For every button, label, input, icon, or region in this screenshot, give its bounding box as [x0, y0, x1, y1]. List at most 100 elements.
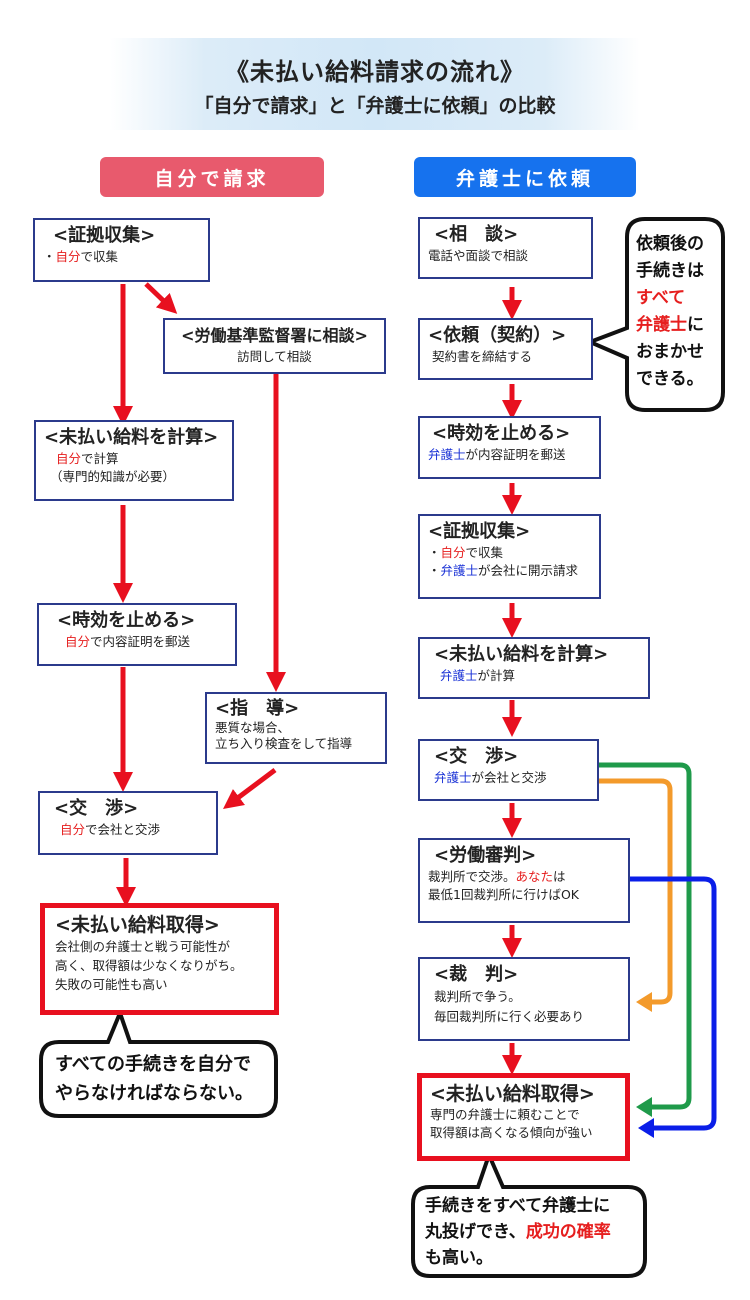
step-heading: <労働審判>: [434, 845, 537, 866]
blue-arrowhead: [638, 1118, 654, 1138]
warning-text: 失敗の可能性も高い: [55, 977, 168, 992]
step-text: 会社側の弁護士と戦う可能性が: [55, 939, 231, 954]
self-speech-bubble: [39, 1007, 278, 1118]
bubble-line: 依頼後の: [636, 234, 704, 254]
actor-lawyer: 弁護士: [434, 770, 472, 785]
green-arrowhead: [636, 1097, 652, 1117]
step-heading: <相 談>: [434, 224, 519, 245]
step-text: 裁判所で交渉。: [428, 869, 516, 884]
step-text: で収集: [465, 545, 504, 560]
self-bubble-text: すべての手続きを自分で やらなければならない。: [55, 1050, 253, 1108]
lawyer-speech-bubble: [411, 1149, 647, 1278]
step-text: で計算: [81, 451, 119, 466]
lawyer-step-consult: <相 談> 電話や面談で相談: [418, 217, 593, 279]
actor-self: 自分: [440, 545, 466, 560]
lawyer-column-header-label: 弁護士に依頼: [455, 167, 594, 190]
bubble-line-highlight: 弁護士: [636, 315, 687, 335]
bubble-line: に: [687, 315, 704, 335]
lawyer-step-stop-limitation: <時効を止める> 弁護士が内容証明を郵送: [418, 416, 601, 479]
step-text: 悪質な場合、: [215, 720, 291, 735]
step-heading: <証拠収集>: [53, 225, 156, 246]
self-step-stop-limitation: <時効を止める> 自分で内容証明を郵送: [37, 603, 237, 666]
lawyer-step-negotiation: <交 渉> 弁護士が会社と交渉: [418, 739, 599, 801]
step-heading: <時効を止める>: [432, 423, 571, 444]
step-text: 裁判所で争う。: [434, 989, 521, 1004]
bubble-line: 手続きをすべて弁護士に: [425, 1196, 611, 1216]
lawyer-step-tribunal: <労働審判> 裁判所で交渉。あなたは 最低1回裁判所に行けばOK: [418, 838, 630, 923]
step-heading: <交 渉>: [434, 746, 519, 767]
bubble-line-highlight: 成功の確率: [525, 1222, 611, 1242]
self-column-header: 自分で請求: [100, 157, 324, 197]
step-heading: <未払い給料を計算>: [44, 427, 219, 448]
step-heading: <裁 判>: [434, 964, 519, 985]
step-heading: <依頼（契約）>: [428, 325, 567, 346]
actor-you: あなた: [515, 869, 554, 884]
lawyer-bubble-text: 手続きをすべて弁護士に 丸投げでき、成功の確率 も高い。: [425, 1193, 611, 1271]
arrow-guidance-to-negotiation: [223, 768, 277, 809]
self-step-negotiation: <交 渉> 自分で会社と交渉: [38, 791, 218, 855]
step-text: で内容証明を郵送: [90, 634, 191, 649]
lawyer-step-calc: <未払い給料を計算> 弁護士が計算: [418, 637, 650, 699]
actor-self: 自分: [56, 451, 82, 466]
bubble-line: 丸投げでき、: [425, 1222, 526, 1242]
bubble-line: も高い。: [425, 1248, 493, 1268]
lawyer-step-evidence: <証拠収集> ・自分で収集 ・弁護士が会社に開示請求: [418, 514, 601, 599]
lawyer-step-trial: <裁 判> 裁判所で争う。 毎回裁判所に行く必要あり: [418, 957, 630, 1041]
side-bubble-text: 依頼後の 手続きは すべて 弁護士に おまかせ できる。: [636, 231, 704, 393]
self-step-guidance: <指 導> 悪質な場合、 立ち入り検査をして指導: [205, 692, 387, 764]
step-heading: <労働基準監督署に相談>: [181, 326, 368, 345]
arrow-evidence-to-labor-office: [144, 282, 178, 314]
bubble-line: できる。: [636, 369, 704, 389]
actor-lawyer: 弁護士: [428, 447, 466, 462]
self-column-header-label: 自分で請求: [154, 167, 270, 190]
step-heading: <時効を止める>: [57, 610, 196, 631]
lawyer-step-result: <未払い給料取得> 専門の弁護士に頼むことで 取得額は高くなる傾向が強い: [417, 1073, 630, 1161]
bullet: ・: [43, 249, 56, 264]
step-text: 毎回裁判所に行く必要あり: [434, 1009, 585, 1024]
step-heading: <交 渉>: [54, 798, 139, 819]
green-path-negotiation-to-result: [598, 762, 692, 1110]
bubble-line: 手続きは: [636, 261, 704, 281]
step-text: は: [553, 869, 566, 884]
title-band: [110, 38, 640, 130]
step-heading: <証拠収集>: [428, 521, 531, 542]
step-heading: <未払い給料取得>: [430, 1083, 595, 1105]
bullet: ・: [428, 563, 441, 578]
actor-self: 自分: [55, 249, 81, 264]
step-text: 訪問して相談: [237, 349, 312, 364]
step-heading: <未払い給料取得>: [55, 914, 220, 936]
step-text: が会社と交渉: [471, 770, 547, 785]
step-text: 最低1回裁判所に行けばOK: [428, 887, 579, 902]
orange-path-negotiation-to-trial: [598, 778, 673, 1005]
step-text: 契約書を締結する: [432, 349, 533, 364]
actor-self: 自分: [65, 634, 91, 649]
page-subtitle: 「自分で請求」と「弁護士に依頼」の比較: [194, 95, 556, 117]
highlight-text: 取得額は高くなる傾向が強い: [430, 1125, 593, 1140]
actor-lawyer: 弁護士: [440, 668, 478, 683]
bullet: ・: [428, 545, 441, 560]
bubble-line: すべての手続きを自分で: [55, 1054, 252, 1075]
step-text: が計算: [477, 668, 516, 683]
self-step-evidence: <証拠収集> ・自分で収集: [33, 218, 210, 282]
actor-self: 自分: [60, 822, 86, 837]
step-text: 電話や面談で相談: [428, 248, 529, 263]
bubble-line: すべて: [636, 288, 686, 308]
step-text: 高く、取得額は少なくなりがち。: [55, 958, 243, 973]
lawyer-step-contract: <依頼（契約）> 契約書を締結する: [418, 318, 593, 380]
blue-path-tribunal-to-result: [629, 876, 717, 1131]
step-text: が内容証明を郵送: [465, 447, 566, 462]
bubble-line: おまかせ: [636, 342, 704, 362]
bubble-line: やらなければならない。: [55, 1083, 253, 1104]
page-title: 《未払い給料請求の流れ》: [225, 58, 525, 86]
step-text: 立ち入り検査をして指導: [215, 736, 353, 751]
step-text: が会社に開示請求: [478, 563, 579, 578]
side-speech-bubble: [584, 217, 725, 412]
step-text: で会社と交渉: [85, 822, 161, 837]
lawyer-column-header: 弁護士に依頼: [414, 157, 636, 197]
actor-lawyer: 弁護士: [440, 563, 479, 578]
orange-arrowhead: [636, 992, 652, 1012]
step-text: で収集: [80, 249, 119, 264]
step-heading: <指 導>: [215, 698, 300, 719]
step-note: （専門的知識が必要）: [50, 469, 176, 484]
